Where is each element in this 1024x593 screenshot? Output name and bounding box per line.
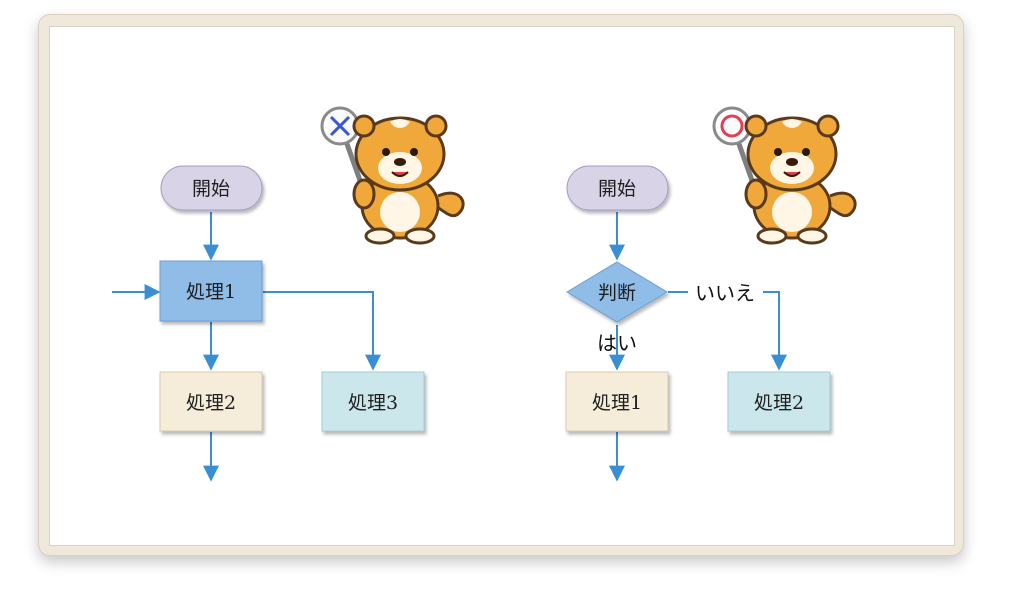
right-process2-label: 処理2 xyxy=(754,392,804,414)
right-process1-label: 処理1 xyxy=(592,392,642,414)
edge-label-no: いいえ xyxy=(695,281,755,305)
right-start-node[interactable] xyxy=(566,165,669,211)
right-flowchart: 開始 判断 いいえ はい 処理1 処理2 xyxy=(565,106,857,482)
left-process2-label: 処理2 xyxy=(186,392,236,414)
right-decision-node[interactable] xyxy=(566,261,668,323)
arrow-process1-to-process3 xyxy=(263,291,381,371)
left-flowchart: 開始 処理1 処理2 処理3 xyxy=(112,106,465,482)
left-start-node[interactable] xyxy=(160,165,263,211)
arrow-decision-no-segment2 xyxy=(763,291,787,371)
edge-label-yes: はい xyxy=(597,331,637,355)
left-process2-node[interactable] xyxy=(159,371,263,432)
right-process1-node[interactable] xyxy=(565,371,669,432)
tiger-mascot-circle-icon xyxy=(712,106,857,245)
right-process2-node[interactable] xyxy=(727,371,831,432)
left-process1-node[interactable] xyxy=(159,260,263,322)
right-decision-label: 判断 xyxy=(598,282,636,304)
left-process1-label: 処理1 xyxy=(186,281,236,303)
right-start-label: 開始 xyxy=(598,178,636,200)
left-process3-label: 処理3 xyxy=(348,392,398,414)
tiger-mascot-cross-icon xyxy=(320,106,465,245)
left-process3-node[interactable] xyxy=(321,371,425,432)
left-start-label: 開始 xyxy=(192,178,230,200)
